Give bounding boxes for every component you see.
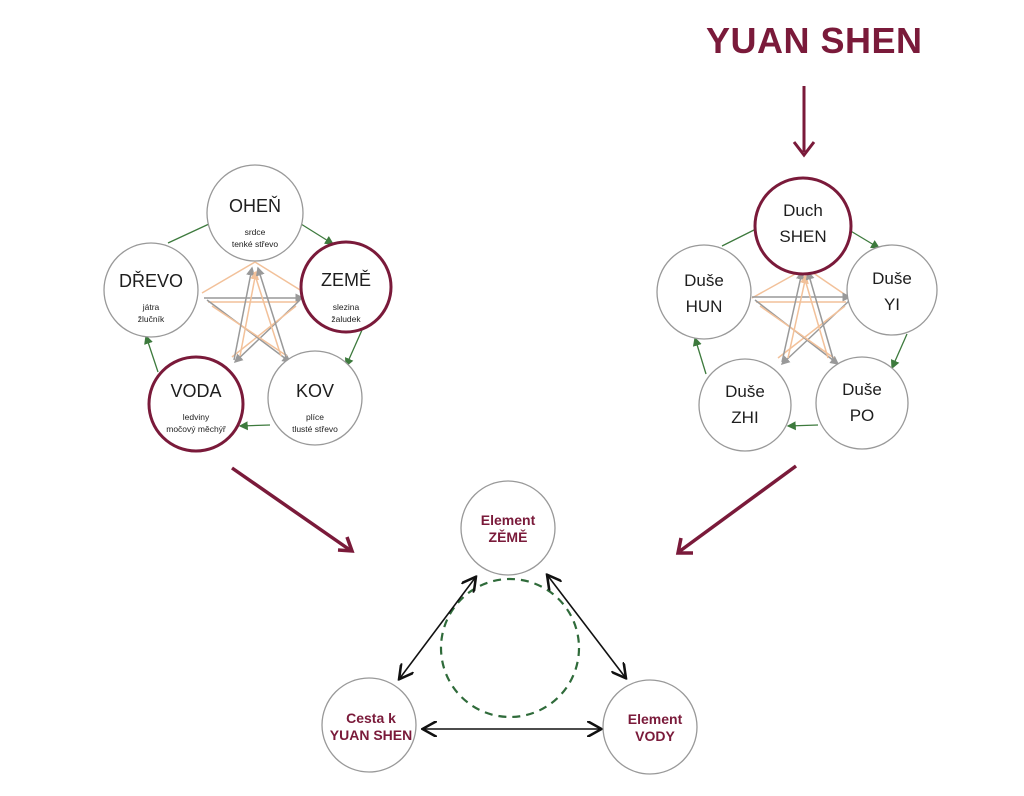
- node-voda-name: VODA: [170, 381, 221, 401]
- bottom-triangle: Element ZĚMĚ Element VODY Cesta k YUAN S…: [321, 480, 698, 775]
- node-duse-hun-line-1: Duše: [684, 271, 724, 290]
- node-duse-zhi-line-2: ZHI: [731, 408, 758, 427]
- souls-control-star: [751, 267, 852, 366]
- node-cesta-line-1: Cesta k: [346, 710, 396, 726]
- node-kov-organ-2: tlusté střevo: [292, 424, 338, 434]
- node-ohen-name: OHEŇ: [229, 196, 281, 216]
- node-drevo-organ-2: žlučník: [138, 314, 165, 324]
- yuan-shen-down-arrowhead: [792, 141, 816, 158]
- node-voda-organ-2: močový měchýř: [166, 424, 226, 434]
- node-zeme-organ-1: slezina: [333, 302, 360, 312]
- converging-arrows: [231, 464, 798, 555]
- node-duse-po-line-1: Duše: [842, 380, 882, 399]
- node-duse-yi-line-1: Duše: [872, 269, 912, 288]
- node-element-vody: Element VODY: [602, 679, 698, 775]
- node-duse-zhi-line-1: Duše: [725, 382, 765, 401]
- node-element-zeme-line-2: ZĚMĚ: [489, 528, 528, 545]
- node-drevo: DŘEVO játra žlučník: [103, 242, 199, 338]
- node-kov-name: KOV: [296, 381, 334, 401]
- node-ohen: OHEŇ srdce tenké střevo: [206, 164, 304, 262]
- node-duch-shen-line-2: SHEN: [779, 227, 826, 246]
- node-duch-shen-line-1: Duch: [783, 201, 823, 220]
- node-element-vody-line-1: Element: [628, 711, 683, 727]
- node-zeme-name: ZEMĚ: [321, 270, 371, 290]
- node-duch-shen: Duch SHEN: [753, 176, 853, 276]
- node-kov-organ-1: plíce: [306, 412, 324, 422]
- node-element-zeme: Element ZĚMĚ: [460, 480, 556, 576]
- node-zeme-organ-2: žaludek: [331, 314, 361, 324]
- node-element-vody-line-2: VODY: [635, 728, 675, 744]
- souls-diagram: Duch SHEN Duše YI Duše PO Duše ZHI Duše: [656, 86, 938, 452]
- node-zeme: ZEMĚ slezina žaludek: [299, 240, 393, 334]
- node-element-zeme-line-1: Element: [481, 512, 536, 528]
- center-dashed-circle: [439, 577, 581, 719]
- node-drevo-organ-1: játra: [142, 302, 160, 312]
- node-kov: KOV plíce tlusté střevo: [267, 350, 363, 446]
- node-voda-organ-1: ledviny: [183, 412, 210, 422]
- node-duse-hun: Duše HUN: [656, 244, 752, 340]
- node-duse-po: Duše PO: [815, 356, 909, 450]
- elements-control-star: [201, 261, 306, 364]
- node-duse-yi-line-2: YI: [884, 295, 900, 314]
- node-ohen-organ-2: tenké střevo: [232, 239, 279, 249]
- node-cesta-line-2: YUAN SHEN: [330, 727, 412, 743]
- node-cesta-k-yuan-shen: Cesta k YUAN SHEN: [321, 677, 417, 773]
- node-voda: VODA ledviny močový měchýř: [147, 355, 245, 453]
- elements-diagram: OHEŇ srdce tenké střevo ZEMĚ slezina žal…: [103, 164, 393, 453]
- yuan-shen-title: YUAN SHEN: [706, 20, 923, 61]
- node-ohen-organ-1: srdce: [245, 227, 266, 237]
- node-duse-hun-line-2: HUN: [686, 297, 723, 316]
- souls-generation-cycle: [692, 220, 908, 431]
- node-duse-yi: Duše YI: [846, 244, 938, 336]
- node-duse-po-line-2: PO: [850, 406, 875, 425]
- elements-generation-cycle: [144, 216, 363, 431]
- node-duse-zhi: Duše ZHI: [698, 358, 792, 452]
- node-drevo-name: DŘEVO: [119, 271, 183, 291]
